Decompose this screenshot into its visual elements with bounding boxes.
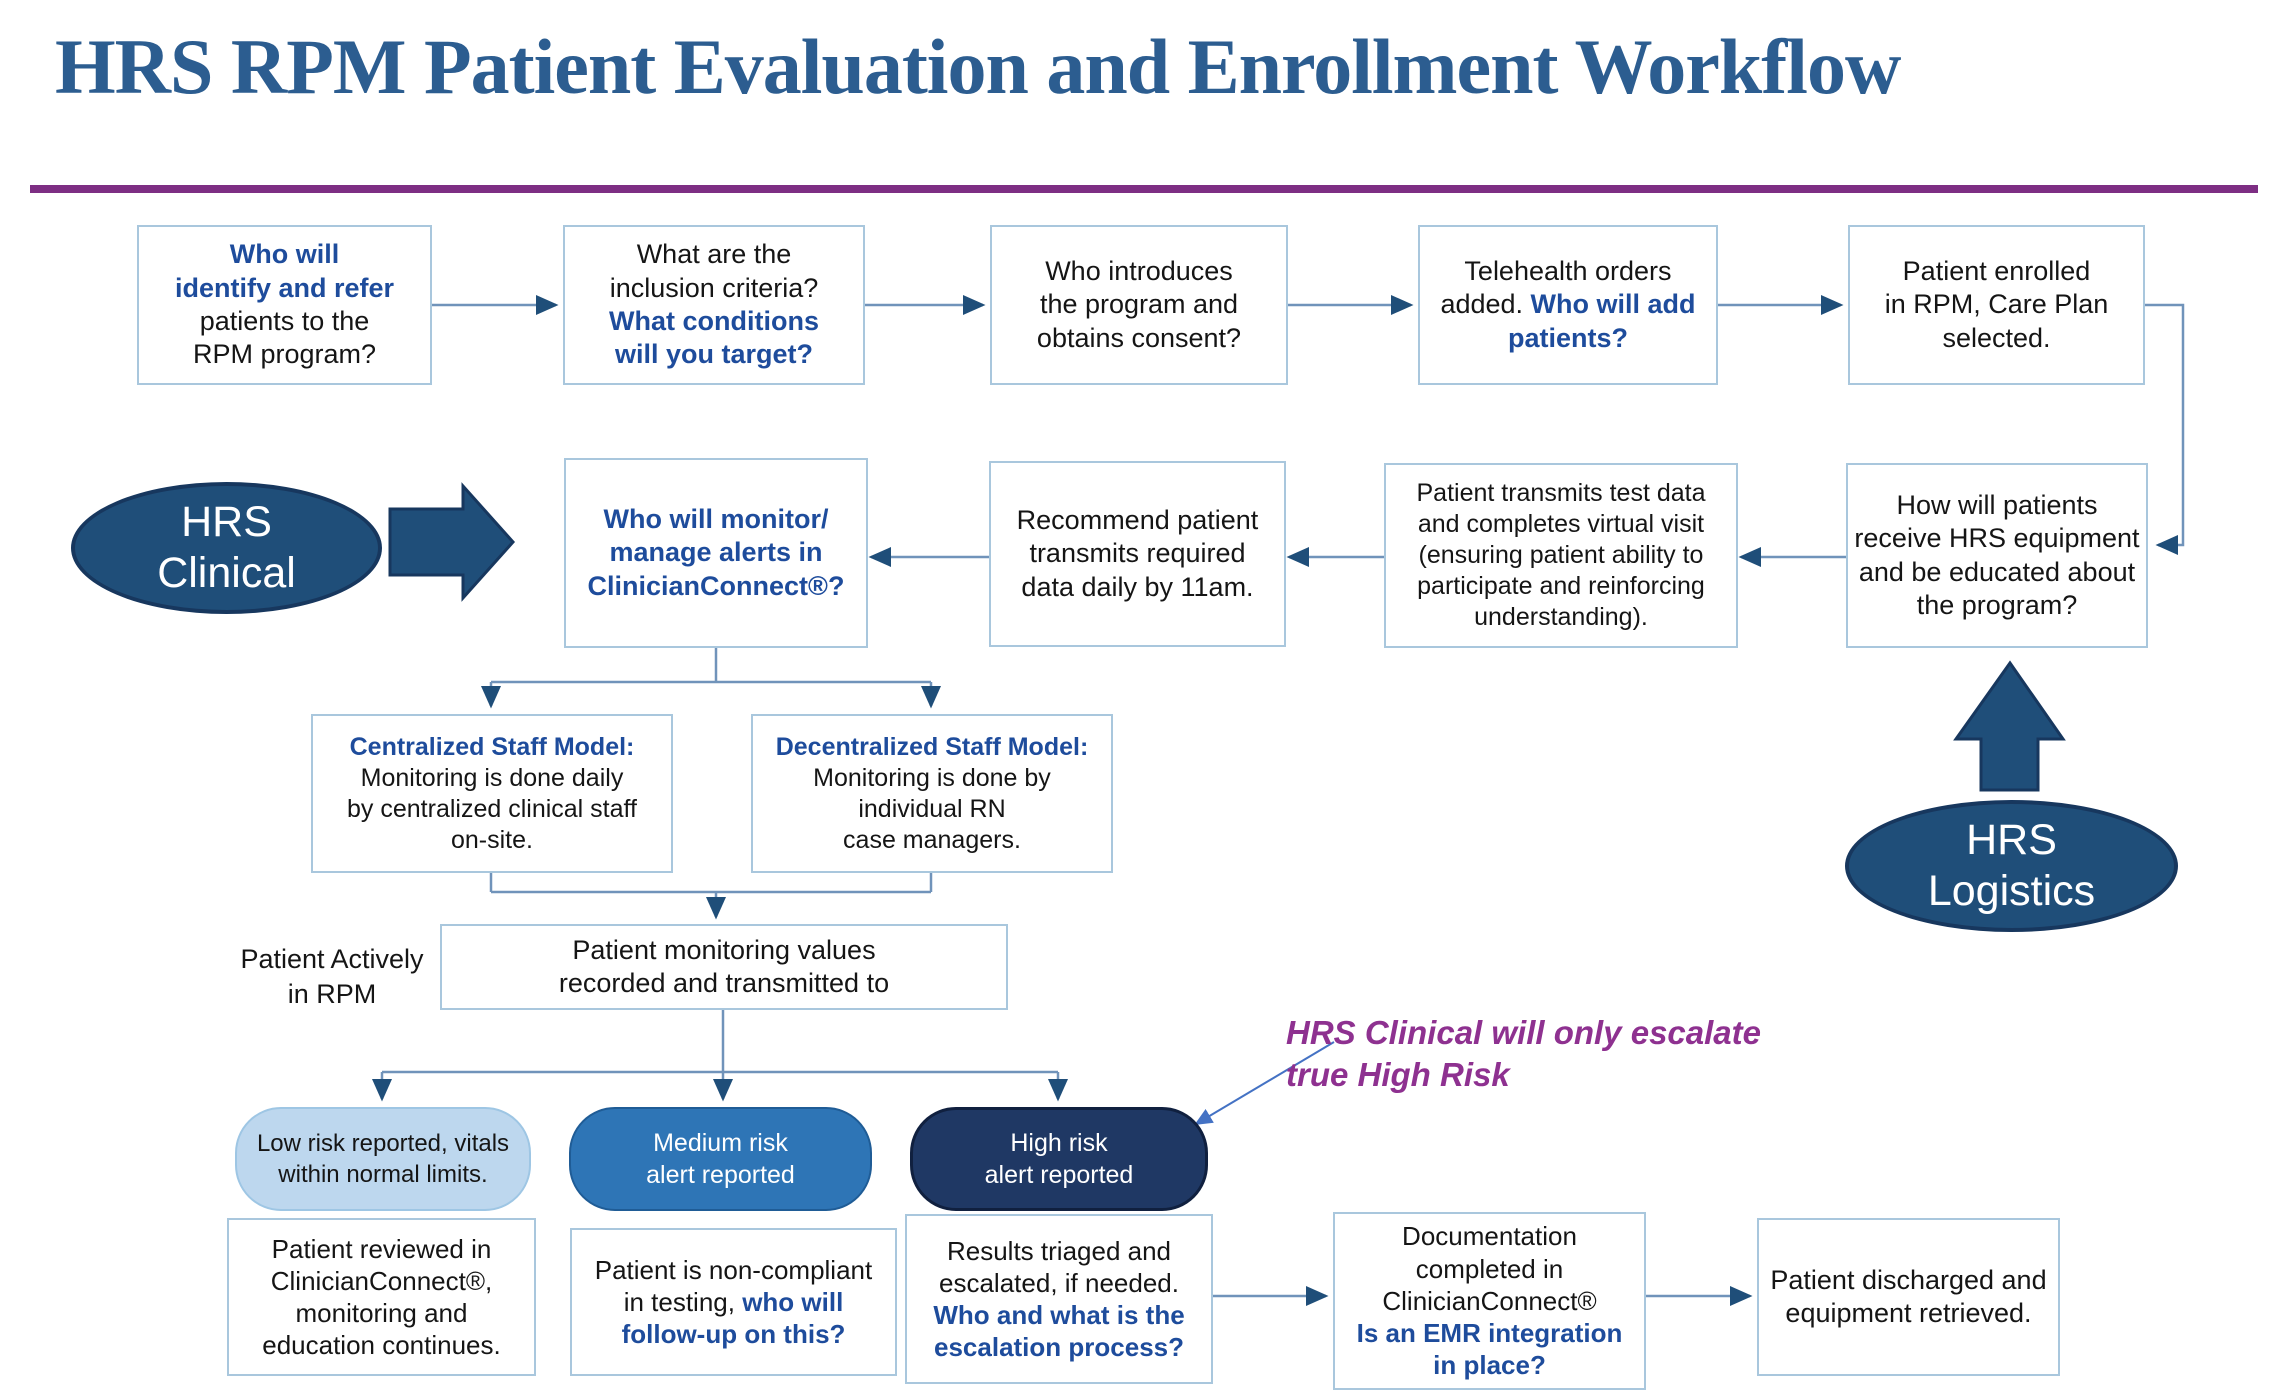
node-telehealth-orders: Telehealth orders added. Who will add pa…: [1418, 225, 1718, 385]
block-arrow-right-icon: [388, 482, 516, 602]
node-patient-enrolled-text: Patient enrolled in RPM, Care Plan selec…: [1884, 255, 2109, 353]
ellipse-hrs-logistics: HRS Logistics: [1845, 800, 2178, 932]
pill-low-risk: Low risk reported, vitals within normal …: [235, 1107, 531, 1211]
pill-low-risk-text: Low risk reported, vitals within normal …: [256, 1129, 510, 1188]
node-discharged: Patient discharged and equipment retriev…: [1757, 1218, 2060, 1376]
node-identify-refer-text-black: patients to the RPM program?: [192, 306, 377, 370]
node-decentralized-model: Decentralized Staff Model: Monitoring is…: [751, 714, 1113, 873]
node-monitoring-values: Patient monitoring values recorded and t…: [440, 924, 1008, 1010]
node-noncompliant: Patient is non-compliant in testing, who…: [570, 1228, 897, 1376]
block-arrow-up-icon: [1953, 660, 2066, 792]
node-discharged-text: Patient discharged and equipment retriev…: [1770, 1264, 2047, 1328]
node-patient-reviewed: Patient reviewed in ClinicianConnect®, m…: [227, 1218, 536, 1376]
pill-medium-risk-text: Medium risk alert reported: [646, 1128, 795, 1190]
connector-enrolled-to-receive-elbow: [2145, 303, 2185, 555]
node-introduces-consent-text: Who introduces the program and obtains c…: [1036, 255, 1242, 353]
node-centralized-model: Centralized Staff Model: Monitoring is d…: [311, 714, 673, 873]
label-patient-actively-in-rpm: Patient Actively in RPM: [240, 944, 424, 1010]
node-patient-enrolled: Patient enrolled in RPM, Care Plan selec…: [1848, 225, 2145, 385]
pill-high-risk-text: High risk alert reported: [984, 1128, 1134, 1190]
annotation-escalate-note: HRS Clinical will only escalate true Hig…: [1286, 1014, 1762, 1094]
node-inclusion-criteria-text-black: What are the inclusion criteria?: [609, 239, 819, 303]
node-documentation: Documentation completed in ClinicianConn…: [1333, 1212, 1646, 1390]
node-receive-equipment: How will patients receive HRS equipment …: [1846, 463, 2148, 648]
node-recommend-transmits: Recommend patient transmits required dat…: [989, 461, 1286, 647]
title-rule-divider: [30, 185, 2258, 193]
node-introduces-consent: Who introduces the program and obtains c…: [990, 225, 1288, 385]
node-centralized-model-title: Centralized Staff Model:: [349, 732, 635, 761]
node-decentralized-model-text: Monitoring is done by individual RN case…: [813, 763, 1051, 854]
node-inclusion-criteria-text-blue: What conditions will you target?: [609, 306, 819, 370]
ellipse-hrs-clinical-text: HRS Clinical: [157, 498, 296, 597]
node-results-triaged: Results triaged and escalated, if needed…: [905, 1214, 1213, 1384]
node-identify-refer: Who will identify and refer patients to …: [137, 225, 432, 385]
node-inclusion-criteria: What are the inclusion criteria? What co…: [563, 225, 865, 385]
node-patient-transmits-text: Patient transmits test data and complete…: [1416, 479, 1706, 631]
node-decentralized-model-title: Decentralized Staff Model:: [775, 732, 1089, 761]
node-patient-transmits: Patient transmits test data and complete…: [1384, 463, 1738, 648]
node-telehealth-line1: Telehealth orders: [1464, 255, 1672, 286]
page-title: HRS RPM Patient Evaluation and Enrollmen…: [55, 23, 1901, 110]
node-patient-reviewed-text: Patient reviewed in ClinicianConnect®, m…: [262, 1233, 501, 1361]
node-monitor-alerts-text: Who will monitor/ manage alerts in Clini…: [587, 503, 845, 601]
node-noncompliant-line3: follow-up on this?: [621, 1319, 846, 1350]
node-noncompliant-line1: Patient is non-compliant: [594, 1254, 873, 1285]
node-documentation-text-blue: Is an EMR integration in place?: [1356, 1318, 1623, 1381]
ellipse-hrs-logistics-text: HRS Logistics: [1927, 816, 2096, 915]
node-documentation-text-black: Documentation completed in ClinicianConn…: [1382, 1221, 1597, 1316]
node-telehealth-line2: added. Who will add: [1440, 289, 1696, 320]
node-monitoring-values-text: Patient monitoring values recorded and t…: [558, 934, 890, 998]
node-results-triaged-text-blue: Who and what is the escalation process?: [933, 1300, 1185, 1363]
node-identify-refer-text-blue: Who will identify and refer: [174, 239, 395, 303]
ellipse-hrs-clinical: HRS Clinical: [71, 482, 382, 614]
node-receive-equipment-text: How will patients receive HRS equipment …: [1854, 489, 2140, 620]
node-results-triaged-text-black: Results triaged and escalated, if needed…: [939, 1235, 1179, 1298]
node-noncompliant-line2: in testing, who will: [623, 1286, 844, 1317]
node-recommend-transmits-text: Recommend patient transmits required dat…: [1016, 504, 1259, 602]
pill-medium-risk: Medium risk alert reported: [569, 1107, 872, 1211]
node-centralized-model-text: Monitoring is done daily by centralized …: [347, 763, 637, 854]
node-monitor-alerts: Who will monitor/ manage alerts in Clini…: [564, 458, 868, 648]
pill-high-risk: High risk alert reported: [910, 1107, 1208, 1211]
node-telehealth-line3: patients?: [1507, 322, 1628, 353]
